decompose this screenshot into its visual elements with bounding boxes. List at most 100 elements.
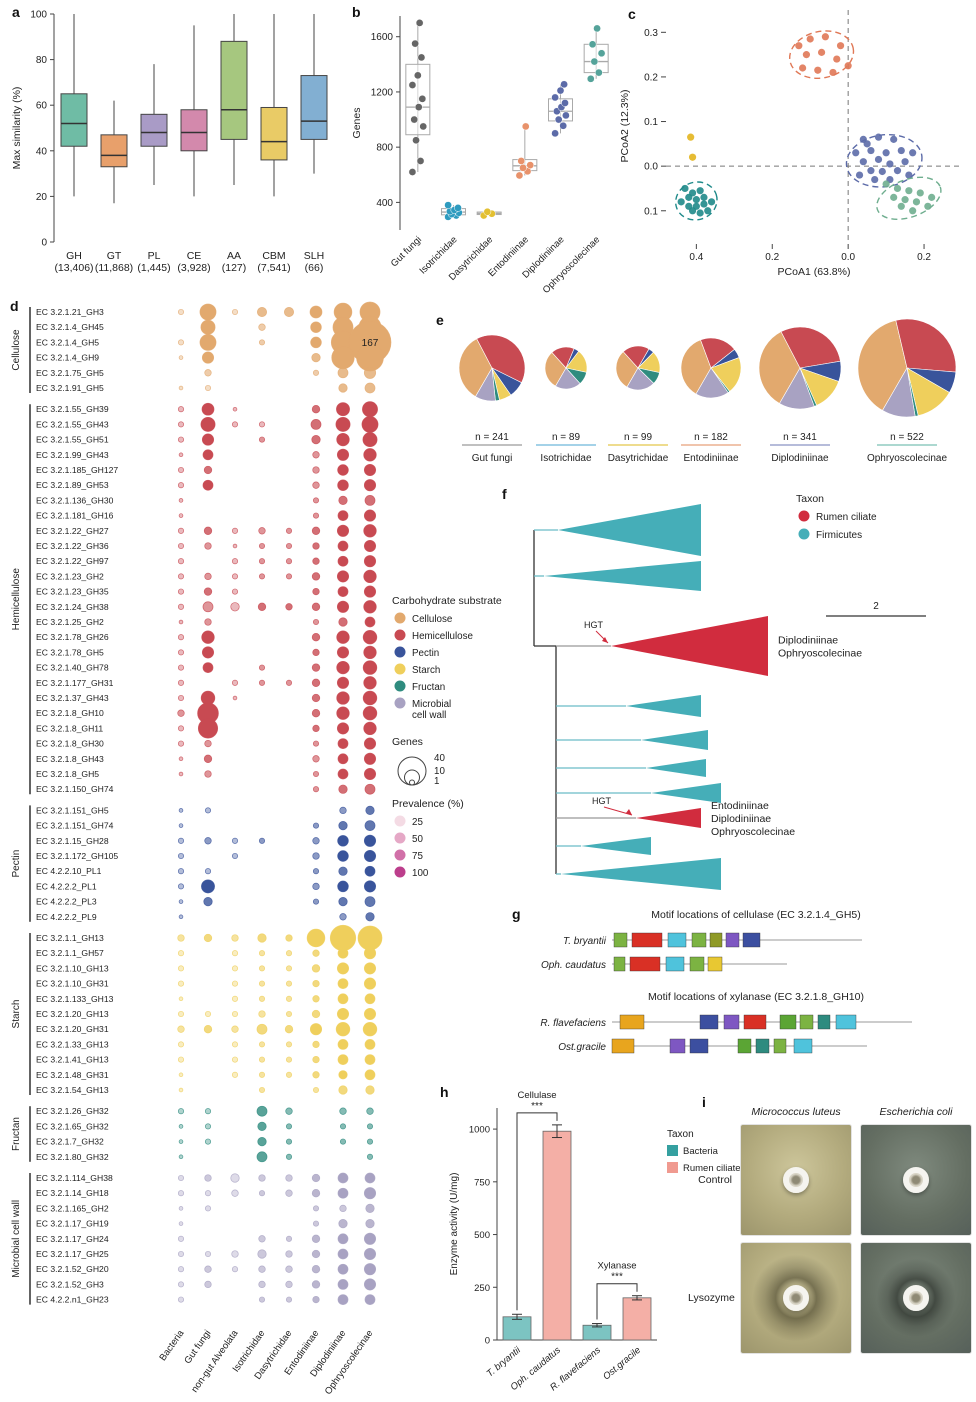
bubble [256,306,268,318]
bubble [363,1263,377,1276]
assay-well [903,1167,929,1193]
motifs: Motif locations of cellulase (EC 3.2.1.4… [540,909,912,1054]
bubble [285,1056,293,1063]
data-point [416,157,425,165]
data-point [692,196,700,204]
bubble [204,1280,212,1289]
bubble [364,820,376,831]
x-category-label: PL [148,250,161,262]
y-axis-label: Max similarity (%) [11,87,23,170]
data-point [412,136,420,145]
bar [622,1297,652,1341]
bubble [285,542,293,550]
row-label: EC 3.2.1.75_GH5 [36,368,104,378]
bubble [258,542,266,550]
bubble [339,1204,347,1213]
data-point [554,115,563,124]
legend-title: Prevalence (%) [392,798,464,810]
pie-name: Diplodiniinae [771,453,829,464]
bubble [202,601,214,613]
bubble [312,770,320,778]
bubble [231,588,239,595]
bubble [312,868,320,875]
bubble [177,649,185,656]
bubble [336,448,350,461]
legend-swatch [394,680,406,692]
bubble [338,383,348,393]
bubble [177,573,185,580]
bubble [339,1107,347,1115]
data-point [517,157,526,165]
motif-box [773,1038,787,1054]
motif-title: Motif locations of xylanase (EC 3.2.1.8_… [648,991,864,1003]
bubble [177,406,185,413]
bubble [202,449,214,461]
bubble [310,419,322,430]
bubble [256,1105,268,1117]
bubble [204,618,212,626]
bubble [337,738,349,749]
bubble [311,633,321,642]
bubble [230,602,240,612]
row-label: EC 3.2.1.1_GH13 [36,933,104,943]
group-label: Microbial cell wall [11,1200,22,1278]
bubble [257,1137,267,1147]
pie-slice [544,351,567,387]
cluster-ellipse [788,30,855,79]
bubble [177,852,185,860]
group-label: Fructan [11,1117,22,1151]
bubble [364,1039,376,1050]
bubble [177,709,185,717]
data-point [483,207,492,216]
bubble [258,1190,266,1197]
bubble [178,1221,184,1226]
x-tick-label: 0.2 [765,252,779,263]
bubble [178,619,184,625]
row-label: EC 3.2.1.172_GH105 [36,851,118,861]
bubble [177,603,185,610]
data-point [556,86,565,95]
data-point [551,129,559,138]
data-point [799,64,807,72]
bubble [363,366,377,379]
bubble [312,898,320,905]
row-label: EC 3.2.1.151_GH5 [36,805,109,815]
bubble [177,421,185,428]
bubble [203,897,213,907]
bubble [177,634,185,641]
bubble [177,883,185,890]
data-point [829,68,837,77]
x-count-label: (66) [305,262,324,274]
bubble [309,1023,323,1036]
bubble [285,1041,293,1048]
data-point [411,39,419,48]
motif-box [689,956,705,972]
pie-slice [710,357,742,392]
motif-box [631,932,663,948]
legend-title: Taxon [796,493,824,505]
legend-label: Pectin [412,648,439,659]
data-point [909,149,917,157]
data-point [707,198,716,206]
bubble [204,369,212,377]
bubble [337,367,349,379]
bubble [363,721,377,736]
data-point [696,187,704,195]
data-point [882,180,890,188]
row-label: EC 3.2.1.1_GH57 [36,948,104,958]
bubble [312,369,320,376]
legend-swatch [394,866,406,878]
bubble [362,1021,378,1037]
bubble [178,452,184,458]
bubble [285,527,293,534]
bubble [177,980,185,987]
legend-label: Microbial [412,699,451,710]
bubble [363,1232,377,1245]
scale-bar-label: 2 [873,601,879,612]
clade-triangle [646,759,706,777]
clade-triangle [651,783,721,803]
bubble [178,513,184,518]
data-point [867,146,875,155]
motif-box [613,956,626,972]
